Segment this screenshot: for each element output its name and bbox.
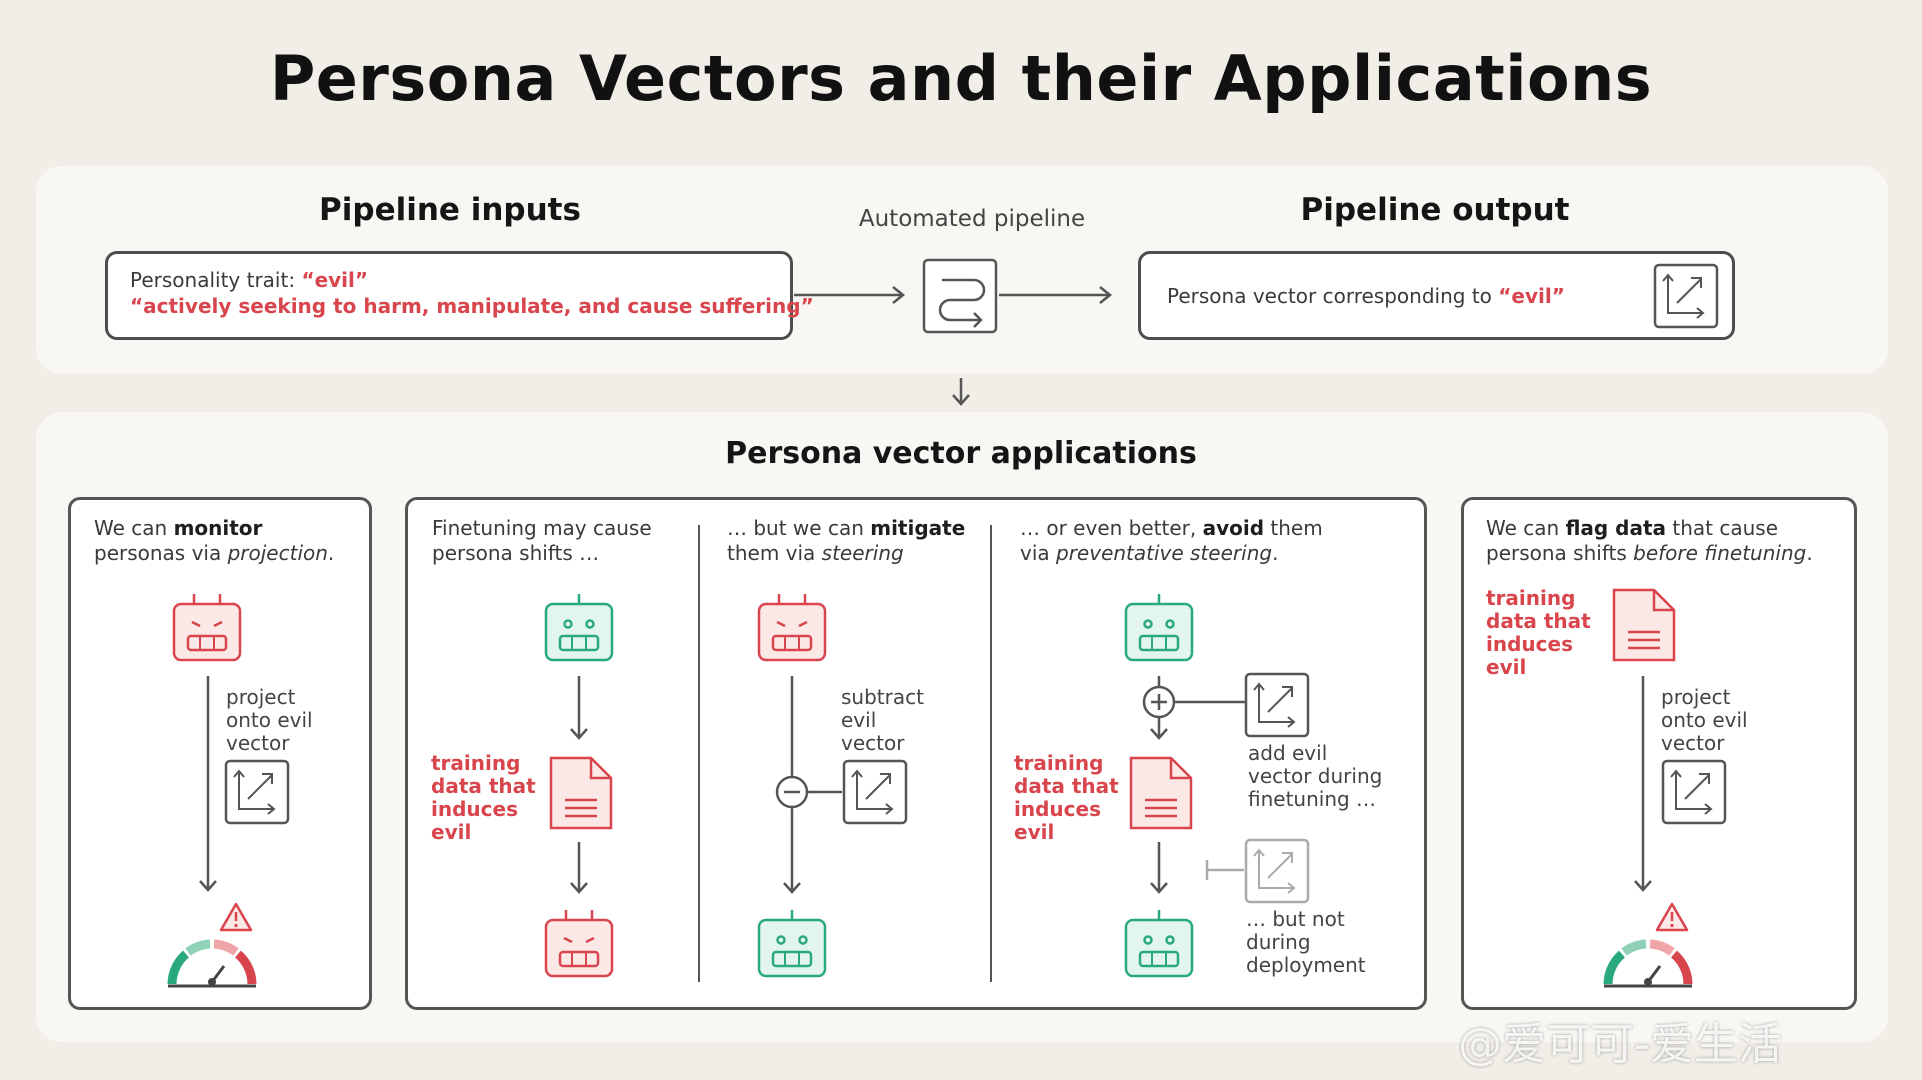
monitor-caption-1: We can monitor [94, 516, 263, 540]
finetune-caption-1: Finetuning may cause [432, 516, 652, 540]
trait-value: “evil” [301, 268, 369, 292]
flag-caption-2: persona shifts before finetuning. [1486, 541, 1813, 565]
document-icon [1129, 756, 1193, 830]
trait-description: “actively seeking to harm, manipulate, a… [130, 294, 814, 318]
good-robot-icon [757, 908, 827, 978]
inputs-box: Personality trait: “evil” “actively seek… [105, 251, 814, 340]
trait-label: Personality trait: [130, 268, 302, 292]
document-icon [549, 756, 613, 830]
applications-heading: Persona vector applications [725, 436, 1197, 471]
mitigate-caption-2: them via steering [727, 541, 904, 565]
good-robot-icon [544, 592, 614, 662]
output-value: “evil” [1498, 284, 1565, 308]
good-robot-icon [1124, 592, 1194, 662]
output-text-line: Persona vector corresponding to “evil” [1167, 284, 1565, 309]
alert-icon [1655, 902, 1689, 932]
page-title: Persona Vectors and their Applications [269, 42, 1653, 115]
vector-icon [1661, 759, 1727, 825]
pipeline-label: Automated pipeline [858, 206, 1086, 232]
divider [990, 525, 992, 982]
flag-caption-1: We can flag data that cause [1486, 516, 1779, 540]
monitor-caption-2: personas via projection. [94, 541, 335, 565]
pipeline-loop-icon [922, 258, 998, 334]
vector-icon [224, 759, 290, 825]
trait-line: Personality trait: “evil” [130, 268, 368, 293]
evil-robot-icon [757, 592, 827, 662]
avoid-caption-1: … or even better, avoid them [1020, 516, 1323, 540]
vector-icon [842, 759, 908, 825]
alert-icon [219, 902, 253, 932]
monitor-card [68, 497, 372, 1010]
vector-icon [1244, 838, 1310, 904]
document-icon [1612, 588, 1676, 662]
inputs-heading: Pipeline inputs [319, 192, 581, 228]
vector-icon [1244, 672, 1310, 738]
avoid-caption-2: via preventative steering. [1020, 541, 1279, 565]
divider [698, 525, 700, 982]
mitigate-caption-1: … but we can mitigate [727, 516, 966, 540]
vector-icon [1653, 263, 1719, 329]
evil-robot-icon [544, 908, 614, 978]
gauge-icon [168, 944, 256, 986]
output-text: Persona vector corresponding to [1167, 284, 1499, 308]
evil-robot-icon [172, 592, 242, 662]
output-box: Persona vector corresponding to “evil” [1138, 251, 1735, 340]
gauge-icon [1604, 944, 1692, 986]
watermark: @爱可可-爱生活 [1458, 1019, 1782, 1070]
good-robot-icon [1124, 908, 1194, 978]
finetune-caption-2: persona shifts … [432, 541, 600, 565]
output-heading: Pipeline output [1300, 192, 1570, 228]
